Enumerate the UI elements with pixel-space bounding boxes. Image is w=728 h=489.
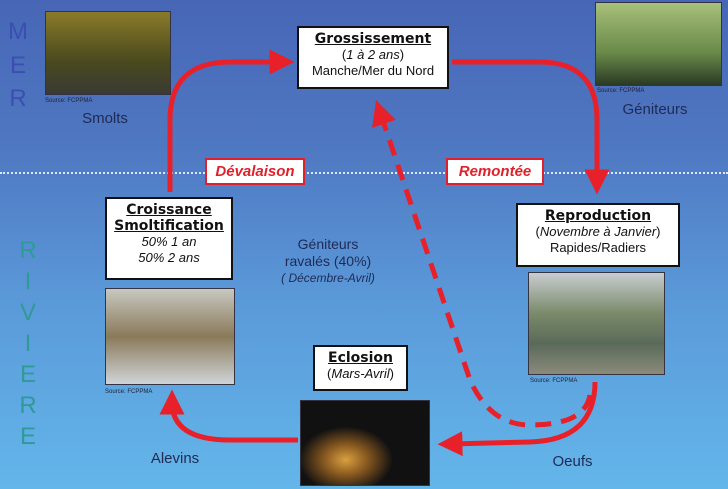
arrow-to-alevins bbox=[159, 389, 298, 443]
zone-letter: E bbox=[19, 361, 36, 388]
ravales-period: Décembre-Avril bbox=[288, 271, 371, 285]
stage-grossissement: Grossissement (1 à 2 ans) Manche/Mer du … bbox=[297, 26, 449, 89]
stage-place: Manche/Mer du Nord bbox=[311, 63, 435, 78]
photo-source: Source: FCPPMA bbox=[597, 88, 645, 94]
stage-title: Croissance bbox=[126, 202, 212, 218]
caption-oeufs: Oeufs bbox=[552, 453, 593, 470]
eclosion-photo bbox=[300, 400, 430, 486]
arrow-to-oeufs bbox=[437, 381, 598, 457]
ravales-text: Géniteurs ravalés (40%) ( Décembre-Avril… bbox=[268, 236, 388, 287]
stage-title: Grossissement bbox=[314, 31, 432, 47]
photo-source: Source: FCPPMA bbox=[45, 98, 93, 104]
stage-reproduction: Reproduction (Novembre à Janvier) Rapide… bbox=[516, 203, 680, 267]
stage-detail: 50% 1 an bbox=[141, 234, 197, 249]
zone-letter: M bbox=[8, 18, 28, 45]
geniteurs-photo bbox=[595, 2, 722, 86]
stage-detail: 50% 2 ans bbox=[138, 250, 200, 265]
stage-title: Reproduction bbox=[544, 208, 652, 224]
zone-letter: V bbox=[19, 299, 36, 326]
stage-title: Eclosion bbox=[328, 350, 393, 366]
stage-croissance: Croissance Smoltification 50% 1 an 50% 2… bbox=[105, 197, 233, 280]
arrow-to-reproduction bbox=[452, 59, 610, 195]
caption-alevins: Alevins bbox=[150, 450, 200, 467]
ravales-line: Géniteurs bbox=[297, 236, 359, 252]
sea-river-boundary bbox=[0, 172, 728, 174]
ravales-line: ravalés (40%) bbox=[284, 253, 372, 269]
arrow-to-grossissement bbox=[167, 49, 295, 192]
stage-place: Rapides/Radiers bbox=[549, 240, 647, 255]
label-devalaison: Dévalaison bbox=[205, 158, 305, 185]
stage-period: 1 à 2 ans bbox=[346, 47, 400, 62]
zone-letter: I bbox=[24, 268, 32, 295]
photo-source: Source: FCPPMA bbox=[105, 389, 153, 395]
label-remontee: Remontée bbox=[446, 158, 544, 185]
dashed-arrow-ravales bbox=[372, 100, 593, 428]
reproduction-photo bbox=[528, 272, 665, 375]
caption-geniteurs: Géniteurs bbox=[622, 101, 688, 118]
zone-letter: R bbox=[19, 392, 37, 419]
photo-source: Source: FCPPMA bbox=[530, 378, 578, 384]
stage-period: Novembre à Janvier bbox=[539, 224, 657, 239]
smolt-photo bbox=[45, 11, 171, 95]
croissance-photo bbox=[105, 288, 235, 385]
zone-letter: E bbox=[9, 52, 26, 79]
stage-period: Mars-Avril bbox=[331, 366, 390, 381]
stage-title: Smoltification bbox=[114, 218, 224, 234]
zone-letter: R bbox=[9, 85, 27, 112]
zone-letter: E bbox=[19, 423, 36, 450]
caption-smolts: Smolts bbox=[82, 110, 128, 127]
zone-letter: I bbox=[24, 330, 32, 357]
zone-letter: R bbox=[19, 237, 37, 264]
stage-eclosion: Eclosion (Mars-Avril) bbox=[313, 345, 408, 391]
